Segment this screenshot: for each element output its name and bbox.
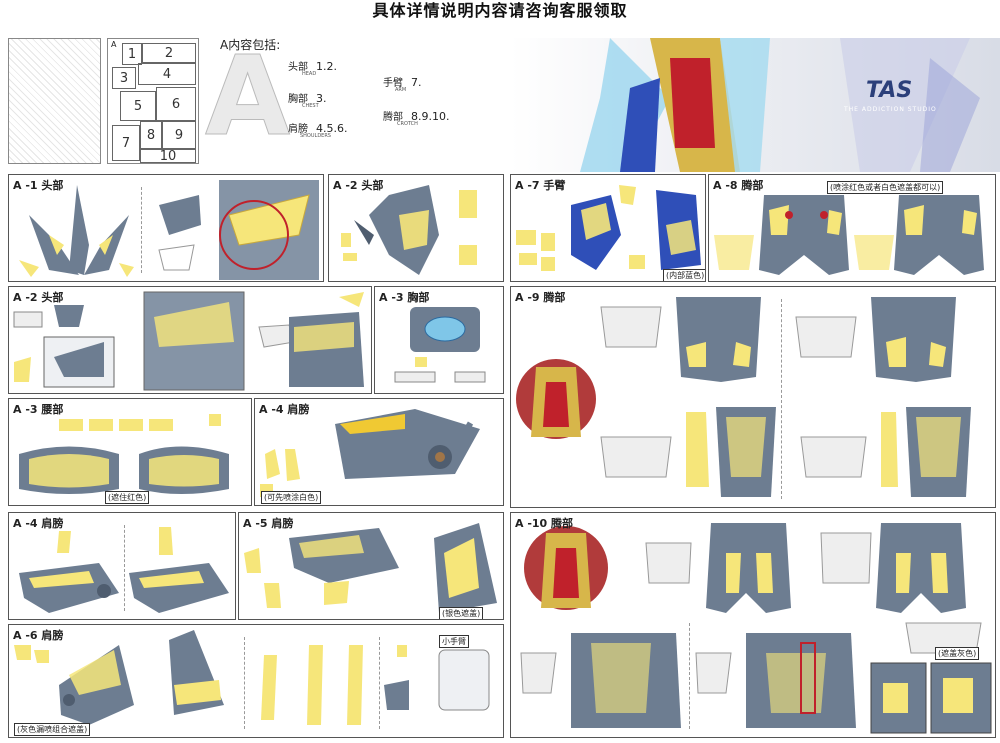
note-a6: (灰色漏喷组合遮盖) <box>14 723 91 736</box>
a2b-head-illustration <box>13 291 364 391</box>
divider <box>379 637 380 729</box>
note-a3b: (遮住红色) <box>105 491 150 504</box>
sheet-tag: A <box>111 40 117 49</box>
panel-a1-head: A -1 头部 <box>8 174 324 282</box>
layout-cell-8: 8 <box>140 121 162 149</box>
panel-a9-crotch: A -9 腾部 <box>510 286 996 508</box>
layout-cell-10: 10 <box>140 149 196 164</box>
panel-a10-crotch: A -10 腾部 (遮盖灰色) <box>510 512 996 738</box>
panel-a7-arm: A -7 手臂 (内部蓝色) <box>510 174 706 282</box>
a1-head-illustration <box>19 180 319 280</box>
layout-cell-1: 1 <box>122 43 142 65</box>
note-a10: (遮盖灰色) <box>935 647 980 660</box>
layout-cell-3: 3 <box>112 67 136 89</box>
panel-a2b-label: A -2 头部 <box>13 291 64 304</box>
runner-sheet-thumbnail <box>8 38 101 164</box>
a2-head-illustration <box>341 185 477 275</box>
layout-cell-9: 9 <box>162 121 196 149</box>
panel-a3-chest: A -3 胸部 <box>374 286 504 394</box>
note-a7: (内部蓝色) <box>663 269 705 281</box>
panel-a6-label: A -6 肩膀 <box>13 629 64 642</box>
note-a8: (喷涂红色或者白色遮盖都可以) <box>827 181 944 194</box>
divider <box>689 623 690 729</box>
layout-cell-5: 5 <box>120 91 156 121</box>
panel-a5-shoulder: A -5 肩膀 (银色遮盖) <box>238 512 504 620</box>
page-title: 具体详情说明内容请咨询客服领取 <box>372 1 628 20</box>
divider <box>124 525 125 611</box>
hero-banner: TAS THE ADDICTION STUDIO <box>510 38 1000 172</box>
panel-a4-label: A -4 肩膀 <box>259 403 310 416</box>
panel-a9-label: A -9 腾部 <box>515 291 566 304</box>
panel-a2-head: A -2 头部 <box>328 174 504 282</box>
panel-a6-shoulder: A -6 肩膀 小手臂 (灰色漏喷组合遮盖) <box>8 624 504 738</box>
layout-cell-2: 2 <box>142 43 196 63</box>
panel-a3b-waist: A -3 腰部 (遮住红色) <box>8 398 252 506</box>
note-a5: (银色遮盖) <box>439 607 484 619</box>
a3b-waist-illustration <box>19 414 229 494</box>
panel-a3b-label: A -3 腰部 <box>13 403 64 416</box>
a6-shoulder-illustration <box>14 630 490 725</box>
a9-crotch-illustration <box>516 297 971 497</box>
panel-a1-label: A -1 头部 <box>13 179 64 192</box>
layout-cell-4: 4 <box>138 63 196 85</box>
brand-logo: TAS <box>866 78 913 103</box>
panel-a4-shoulder: A -4 肩膀 (可先喷涂白色) <box>254 398 504 506</box>
divider <box>141 187 142 273</box>
panel-a4b-shoulder: A -4 肩膀 <box>8 512 236 620</box>
divider <box>781 299 782 499</box>
panel-a5-label: A -5 肩膀 <box>243 517 294 530</box>
panel-a4b-label: A -4 肩膀 <box>13 517 64 530</box>
a8-crotch-illustration <box>714 195 984 275</box>
note-a4: (可先喷涂白色) <box>261 491 322 504</box>
a7-arm-illustration <box>516 185 701 271</box>
panel-a2b-head: A -2 头部 <box>8 286 372 394</box>
a4-shoulder-illustration <box>260 409 480 499</box>
hero-figure <box>580 38 980 172</box>
a4b-shoulder-illustration <box>19 527 229 613</box>
layout-cell-7: 7 <box>112 125 140 161</box>
divider <box>244 637 245 729</box>
panel-a7-label: A -7 手臂 <box>515 179 566 192</box>
panel-a3-label: A -3 胸部 <box>379 291 430 304</box>
note-small-arm: 小手臂 <box>439 635 469 648</box>
runner-layout-map: A 1 2 3 4 5 6 7 8 9 10 <box>107 38 199 164</box>
layout-cell-6: 6 <box>156 87 196 121</box>
big-letter-a: A <box>204 32 291 160</box>
a5-shoulder-illustration <box>244 523 497 613</box>
contents-title: A内容包括: <box>220 38 281 52</box>
panel-a10-label: A -10 腾部 <box>515 517 574 530</box>
a10-crotch-illustration <box>520 523 992 734</box>
brand-tagline: THE ADDICTION STUDIO <box>844 106 937 113</box>
panel-a8-label: A -8 腾部 <box>713 179 764 192</box>
panel-a8-crotch: A -8 腾部 (喷涂红色或者白色遮盖都可以) <box>708 174 996 282</box>
a3-chest-illustration <box>394 307 486 383</box>
panel-a2-label: A -2 头部 <box>333 179 384 192</box>
